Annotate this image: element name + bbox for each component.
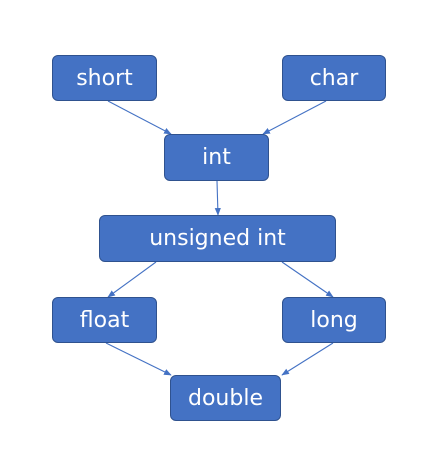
- node-double: double: [170, 375, 281, 421]
- node-unsigned-int: unsigned int: [99, 215, 336, 262]
- arrow-float-to-double: [105, 342, 172, 376]
- arrow-long-to-double: [281, 342, 334, 376]
- node-short: short: [52, 55, 157, 101]
- node-char: char: [282, 55, 386, 101]
- node-long: long: [282, 297, 386, 343]
- arrow-short-to-int: [107, 100, 172, 135]
- node-float: float: [52, 297, 157, 343]
- arrow-char-to-int: [262, 100, 327, 135]
- arrow-unsigned-int-to-float: [107, 261, 157, 298]
- arrow-int-to-unsigned-int: [214, 180, 221, 216]
- node-int: int: [164, 134, 269, 181]
- arrow-unsigned-int-to-long: [281, 261, 334, 298]
